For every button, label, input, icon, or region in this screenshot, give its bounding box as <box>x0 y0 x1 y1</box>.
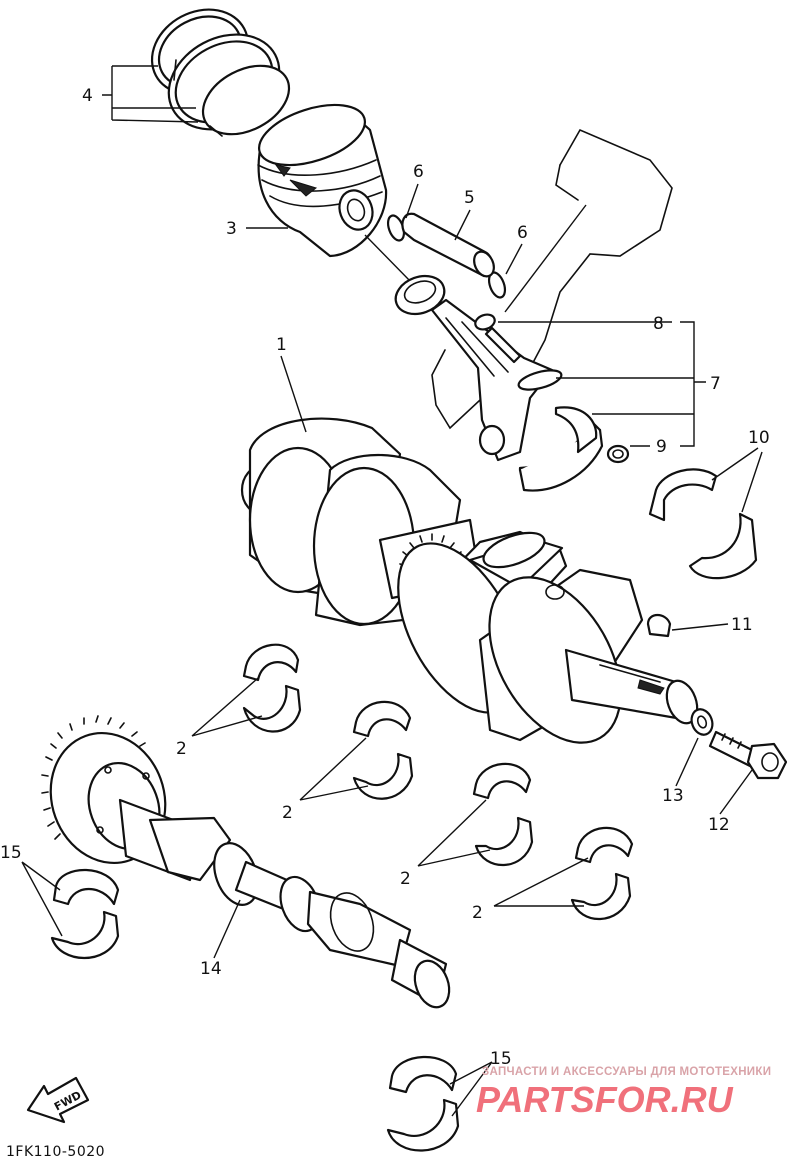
piston-pin[interactable] <box>401 212 497 280</box>
leader-lines <box>21 65 763 1117</box>
crankshaft-assembly[interactable] <box>240 417 703 766</box>
diagram-code: 1FK110-5020 <box>6 1144 105 1159</box>
watermark: ЗАПЧАСТИ И АКСЕССУАРЫ ДЛЯ МОТОТЕХНИКИ PA… <box>476 1066 771 1120</box>
balancer-bearing-pair-1[interactable] <box>50 868 120 959</box>
callout-15-bottom: 15 <box>490 1049 512 1069</box>
fwd-arrow-icon: FWD <box>26 1076 90 1124</box>
callout-14: 14 <box>200 959 222 979</box>
watermark-brand: PARTSFOR.RU <box>476 1079 734 1120</box>
connecting-rod[interactable] <box>390 270 563 462</box>
callout-2-set-4: 2 <box>472 903 483 923</box>
callout-5: 5 <box>464 188 475 208</box>
callout-numbers: 4 3 6 5 6 8 7 9 10 1 11 2 2 2 2 13 12 14… <box>0 86 770 1069</box>
balancer-bearing-pair-2[interactable] <box>386 1055 460 1152</box>
callout-6-left: 6 <box>413 162 424 182</box>
callout-11: 11 <box>731 615 753 635</box>
callout-8: 8 <box>653 314 664 334</box>
watermark-tagline: ЗАПЧАСТИ И АКСЕССУАРЫ ДЛЯ МОТОТЕХНИКИ <box>482 1066 771 1078</box>
connecting-rod-cap[interactable] <box>518 406 604 492</box>
main-bearing-set-3[interactable] <box>472 762 534 867</box>
crankshaft-bolt[interactable] <box>708 730 787 780</box>
callout-4: 4 <box>82 86 93 106</box>
main-bearing-set-2[interactable] <box>352 700 414 800</box>
callout-2-set-1: 2 <box>176 739 187 759</box>
callout-2-set-3: 2 <box>400 869 411 889</box>
callout-15-left: 15 <box>0 843 22 863</box>
callout-10: 10 <box>748 428 770 448</box>
callout-2-set-2: 2 <box>282 803 293 823</box>
callout-7: 7 <box>710 374 721 394</box>
main-bearing-set-1[interactable] <box>242 643 302 733</box>
callout-3: 3 <box>226 219 237 239</box>
callout-1: 1 <box>276 335 287 355</box>
callout-13: 13 <box>662 786 684 806</box>
connecting-rod-bolt[interactable] <box>473 312 522 364</box>
callout-9: 9 <box>656 437 667 457</box>
piston-rings[interactable] <box>137 0 301 148</box>
callout-12: 12 <box>708 815 730 835</box>
woodruff-key[interactable] <box>646 613 672 638</box>
crankshaft-washer[interactable] <box>688 706 716 737</box>
piston[interactable] <box>252 93 388 258</box>
main-bearing-set-4[interactable] <box>570 826 634 921</box>
balancer-shaft[interactable] <box>33 715 455 1012</box>
connecting-rod-nut[interactable] <box>606 444 630 464</box>
cylinder-ghost-outline <box>431 128 673 430</box>
callout-6-right: 6 <box>517 223 528 243</box>
big-end-bearing-pair[interactable] <box>648 468 758 580</box>
